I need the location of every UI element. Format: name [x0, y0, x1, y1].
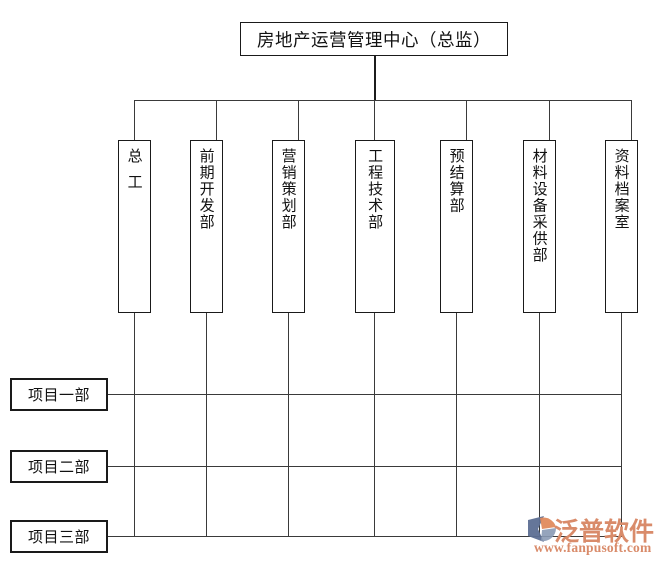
matrix-column-3 — [288, 313, 289, 536]
matrix-row-1 — [108, 394, 622, 395]
watermark-url: www.fanpusoft.com — [534, 540, 652, 555]
dept-label-4: 工程技术部 — [366, 148, 385, 231]
project-label-1: 项目一部 — [27, 386, 90, 404]
dept-box-4: 工程技术部 — [355, 140, 395, 313]
org-root-box: 房地产运营管理中心（总监） — [240, 22, 508, 56]
matrix-row-2 — [108, 466, 622, 467]
connector-bus-to-dept-7 — [631, 100, 632, 140]
dept-box-2: 前期开发部 — [190, 140, 223, 313]
fanpu-logo-icon — [528, 516, 557, 542]
dept-box-6: 材料设备采供部 — [523, 140, 556, 313]
dept-label-6: 材料设备采供部 — [530, 148, 549, 264]
matrix-column-1 — [134, 313, 135, 536]
project-label-3: 项目三部 — [27, 528, 90, 546]
matrix-column-2 — [206, 313, 207, 536]
dept-label-3: 营销策划部 — [279, 148, 298, 231]
matrix-row-3 — [108, 536, 622, 537]
connector-bus-to-dept-2 — [216, 100, 217, 140]
matrix-column-7 — [621, 313, 622, 536]
matrix-column-6 — [539, 313, 540, 536]
project-box-1: 项目一部 — [10, 378, 108, 411]
dept-box-5: 预结算部 — [440, 140, 473, 313]
watermark: 泛普软件 www.fanpusoft.com — [524, 512, 666, 564]
dept-label-7: 资料档案室 — [612, 148, 631, 231]
project-box-3: 项目三部 — [10, 520, 108, 553]
dept-label-5: 预结算部 — [447, 148, 466, 214]
dept-label-2: 前期开发部 — [197, 148, 216, 231]
connector-bus-to-dept-3 — [298, 100, 299, 140]
connector-bus-horizontal — [134, 100, 632, 101]
project-box-2: 项目二部 — [10, 450, 108, 483]
dept-box-1: 总工 — [118, 140, 151, 313]
matrix-column-5 — [456, 313, 457, 536]
dept-box-7: 资料档案室 — [605, 140, 638, 313]
dept-box-3: 营销策划部 — [272, 140, 305, 313]
dept-label-1: 总工 — [125, 148, 144, 200]
connector-bus-to-dept-5 — [466, 100, 467, 140]
connector-bus-to-dept-1 — [134, 100, 135, 140]
connector-bus-to-dept-6 — [549, 100, 550, 140]
watermark-brand: 泛普软件 — [554, 517, 655, 546]
matrix-column-4 — [374, 313, 375, 536]
connector-root-stem — [374, 56, 376, 101]
connector-bus-to-dept-4 — [374, 100, 375, 140]
org-root-label: 房地产运营管理中心（总监） — [257, 30, 491, 51]
project-label-2: 项目二部 — [27, 458, 90, 476]
